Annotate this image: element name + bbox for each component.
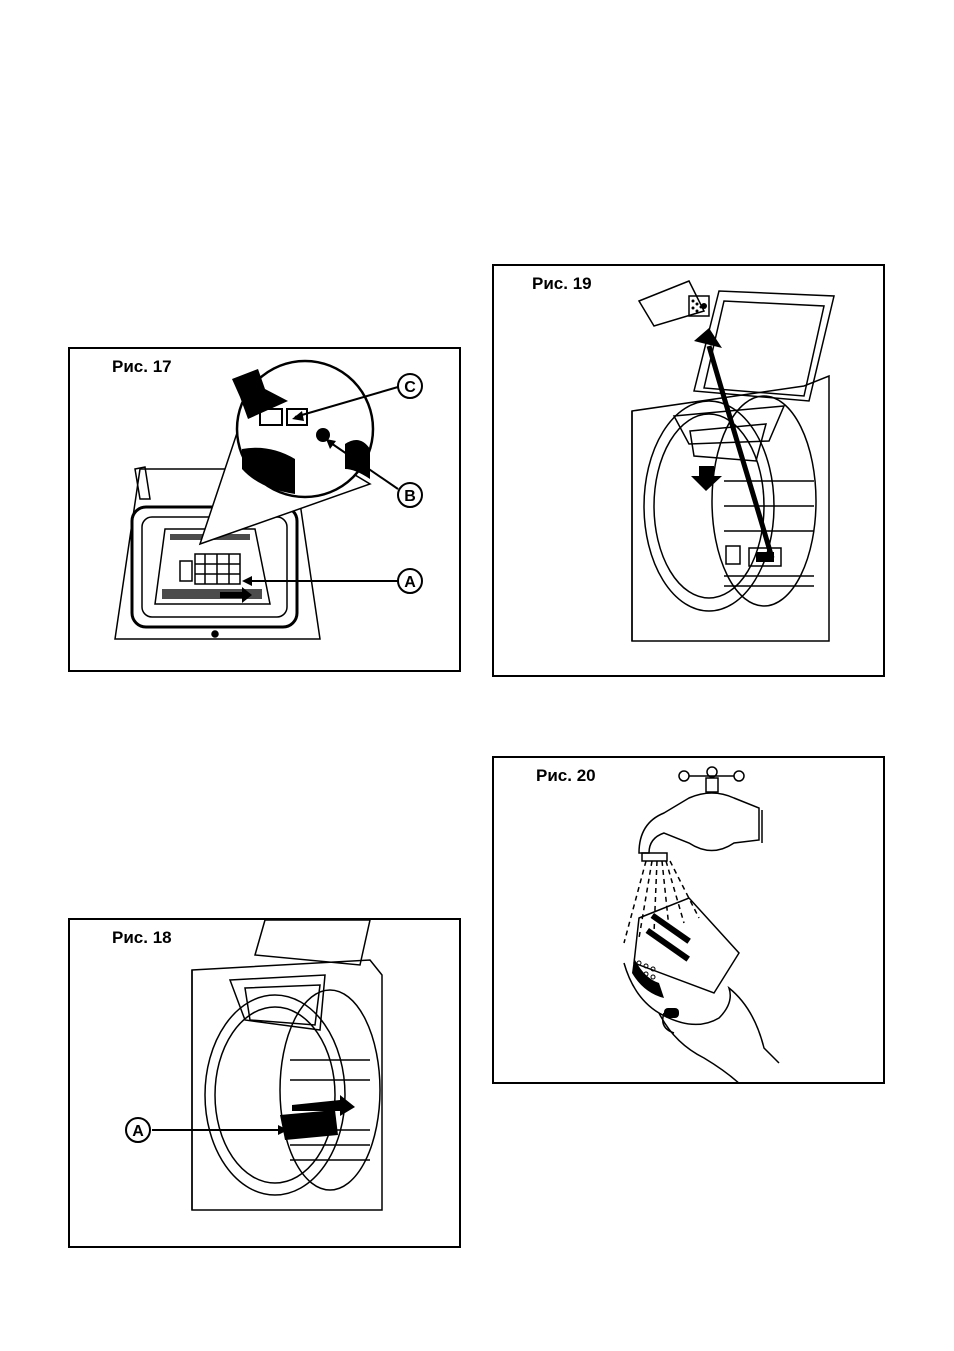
figure-20-illustration [494, 758, 885, 1084]
label-c: C [404, 379, 416, 396]
label-a: A [132, 1123, 144, 1140]
label-b: B [404, 488, 416, 505]
figure-17: Рис. 17 [68, 347, 461, 672]
figure-18-illustration: A [70, 920, 461, 1248]
label-a: A [404, 574, 416, 591]
figure-18: Рис. 18 A [68, 918, 461, 1248]
figure-20: Рис. 20 [492, 756, 885, 1084]
figure-17-illustration: C B A [70, 349, 461, 672]
figure-19-illustration [494, 266, 885, 677]
figure-19: Рис. 19 [492, 264, 885, 677]
